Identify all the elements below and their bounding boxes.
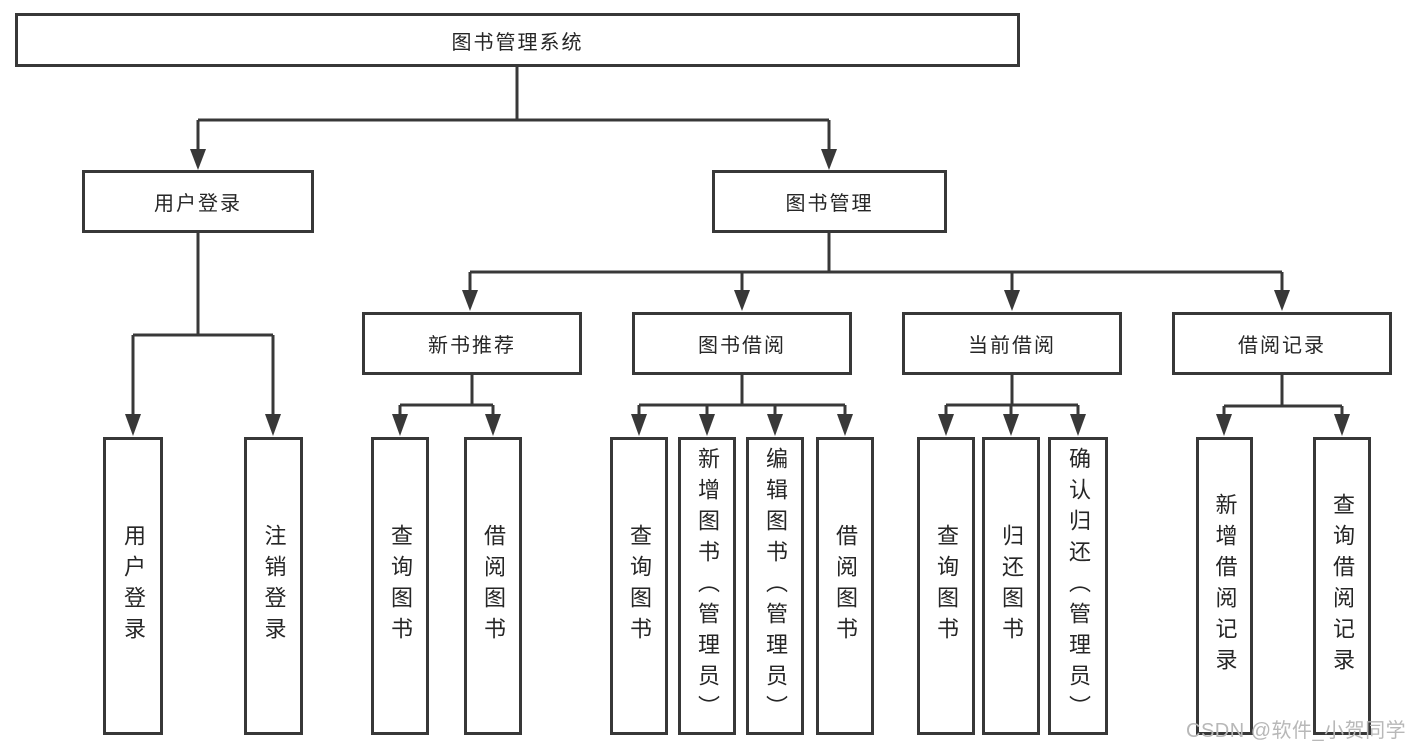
edge-new-book-rec-children <box>392 375 501 436</box>
arrowhead <box>1070 414 1086 436</box>
arrowhead <box>938 414 954 436</box>
arrowhead <box>1274 290 1290 311</box>
arrowhead <box>767 414 783 436</box>
arrowhead <box>1004 290 1020 311</box>
edge-book-borrow-children <box>631 375 853 436</box>
arrowhead <box>462 290 478 311</box>
node-leaf-br-add-record: 新增借阅记录 <box>1196 437 1253 735</box>
node-leaf-nb-borrow-book: 借阅图书 <box>464 437 522 735</box>
arrowhead <box>734 290 750 311</box>
node-current-borrow: 当前借阅 <box>902 312 1122 375</box>
edge-current-borrow-children <box>938 375 1086 436</box>
node-new-book-rec: 新书推荐 <box>362 312 582 375</box>
arrowhead <box>699 414 715 436</box>
arrowhead <box>837 414 853 436</box>
node-borrow-records: 借阅记录 <box>1172 312 1392 375</box>
edge-book-mgmt-children <box>462 233 1290 311</box>
node-leaf-user-login: 用户登录 <box>103 437 163 735</box>
arrowhead <box>125 414 141 436</box>
node-leaf-bb-borrow-book: 借阅图书 <box>816 437 874 735</box>
node-leaf-bb-edit-book: 编辑图书（管理员） <box>746 437 804 735</box>
edge-user-login-children <box>125 233 281 436</box>
edge-borrow-records-children <box>1216 375 1350 436</box>
node-book-borrow: 图书借阅 <box>632 312 852 375</box>
arrowhead <box>821 149 837 170</box>
node-leaf-cb-confirm-return: 确认归还（管理员） <box>1048 437 1108 735</box>
node-leaf-cb-return-book: 归还图书 <box>982 437 1040 735</box>
node-leaf-br-query-record: 查询借阅记录 <box>1313 437 1371 735</box>
node-leaf-bb-add-book: 新增图书（管理员） <box>678 437 736 735</box>
edge-root-to-level2 <box>190 67 837 170</box>
arrowhead <box>265 414 281 436</box>
node-book-mgmt: 图书管理 <box>712 170 947 233</box>
arrowhead <box>1003 414 1019 436</box>
node-leaf-logout: 注销登录 <box>244 437 303 735</box>
arrowhead <box>631 414 647 436</box>
arrowhead <box>392 414 408 436</box>
arrowhead <box>190 149 206 170</box>
arrowhead <box>1216 414 1232 436</box>
arrowhead <box>1334 414 1350 436</box>
arrowhead <box>485 414 501 436</box>
csdn-watermark: CSDN @软件_小贺同学 <box>1186 720 1405 742</box>
node-leaf-bb-query-book: 查询图书 <box>610 437 668 735</box>
node-leaf-cb-query-book: 查询图书 <box>917 437 975 735</box>
node-user-login: 用户登录 <box>82 170 314 233</box>
node-leaf-nb-query-book: 查询图书 <box>371 437 429 735</box>
node-root: 图书管理系统 <box>15 13 1020 67</box>
